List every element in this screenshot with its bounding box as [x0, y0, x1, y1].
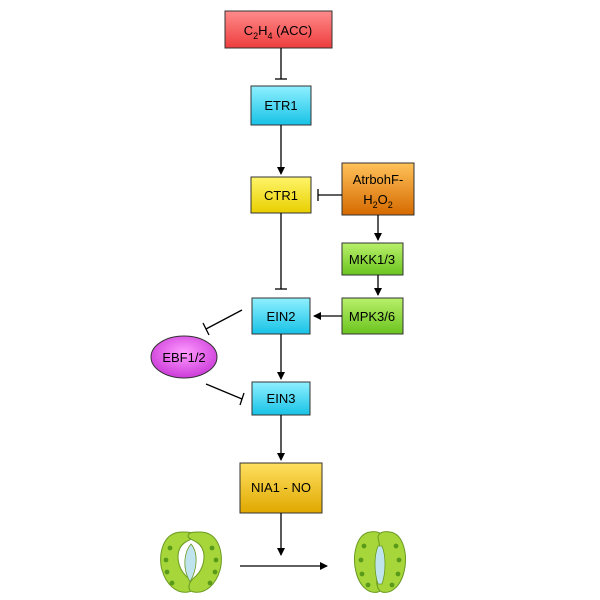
mpk-label: MPK3/6: [349, 309, 395, 324]
atrboh-label-line2: H2O2: [363, 192, 393, 210]
chloroplast-dot: [359, 571, 365, 577]
chloroplast-dot: [395, 571, 401, 577]
ebf-label: EBF1/2: [162, 350, 205, 365]
c2h4-label: C2H4 (ACC): [244, 23, 313, 41]
open-stoma-icon: [160, 531, 222, 593]
open-stoma-chloroplasts: [163, 545, 219, 586]
chloroplast-dot: [393, 543, 399, 549]
nia-label: NIA1 - NO: [251, 480, 311, 495]
mpk-node: MPK3/6: [341, 297, 404, 335]
ein2-label: EIN2: [267, 309, 296, 324]
edge-ein2-inhibits-ebf: [202, 309, 243, 336]
chloroplast-dot: [358, 557, 364, 563]
chloroplast-dot: [169, 580, 175, 586]
ein2-node: EIN2: [251, 297, 311, 335]
chloroplast-dot: [212, 569, 218, 575]
chloroplast-dot: [163, 557, 169, 563]
edge-atrboh-inhibits-ctr1: [317, 189, 342, 201]
closed-stoma-icon: [354, 531, 406, 593]
ctr1-label: CTR1: [264, 188, 298, 203]
chloroplast-dot: [389, 582, 395, 588]
atrboh-node: AtrbohF- H2O2: [341, 162, 415, 216]
chloroplast-dot: [213, 557, 219, 563]
chloroplast-dot: [396, 557, 402, 563]
closed-stoma-chloroplasts: [358, 543, 402, 588]
edge-ebf-inhibits-ein3: [205, 383, 245, 406]
chloroplast-dot: [365, 582, 371, 588]
ein3-label: EIN3: [267, 391, 296, 406]
chloroplast-dot: [209, 545, 215, 551]
c2h4-node: C2H4 (ACC): [224, 10, 333, 49]
ctr1-node: CTR1: [250, 176, 312, 214]
ein3-node: EIN3: [251, 381, 311, 416]
ebf-node: EBF1/2: [150, 335, 218, 379]
chloroplast-dot: [361, 543, 367, 549]
chloroplast-dot: [207, 580, 213, 586]
edge-ctr1-inhibits-ein2: [275, 213, 287, 290]
etr1-label: ETR1: [264, 98, 297, 113]
mkk-label: MKK1/3: [349, 252, 395, 267]
atrboh-label-line1: AtrbohF-: [353, 172, 404, 187]
nia-node: NIA1 - NO: [239, 462, 323, 514]
chloroplast-dot: [167, 545, 173, 551]
etr1-node: ETR1: [250, 85, 312, 126]
mkk-node: MKK1/3: [341, 242, 404, 276]
chloroplast-dot: [164, 569, 170, 575]
edge-c2h4-inhibits-etr1: [275, 48, 287, 80]
